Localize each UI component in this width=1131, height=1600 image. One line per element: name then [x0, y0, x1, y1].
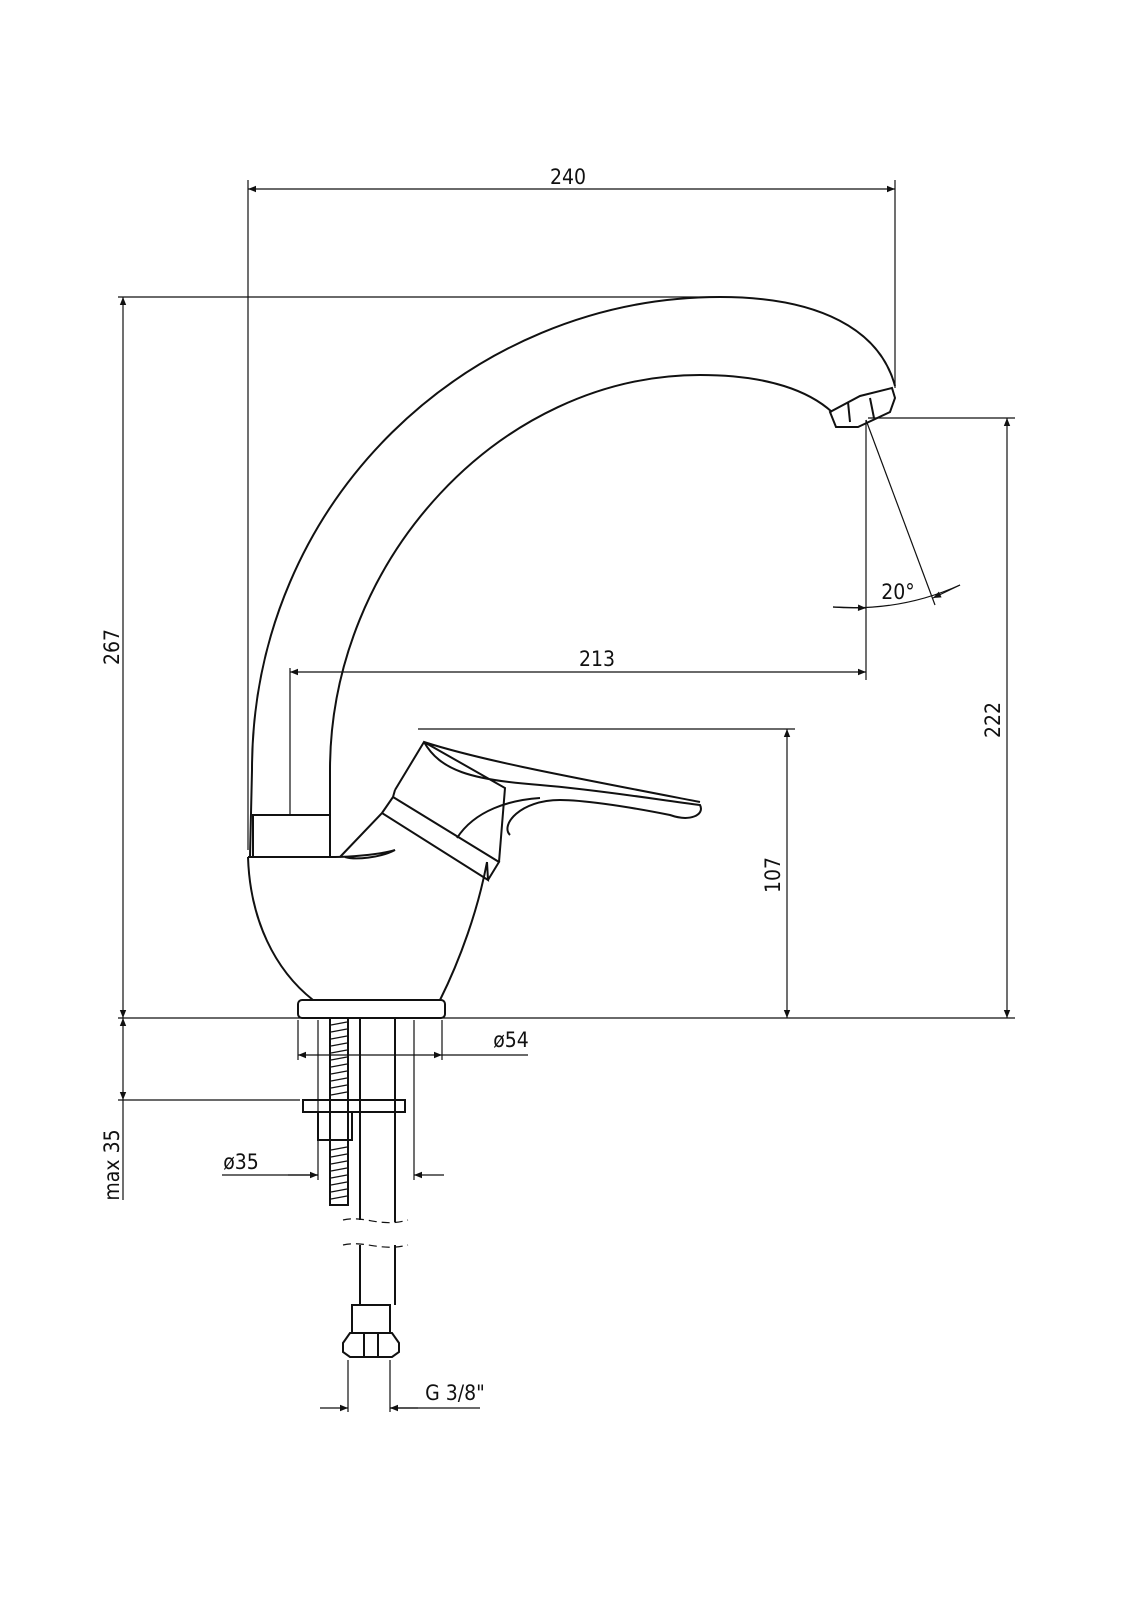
thread-lines [330, 1021, 348, 1200]
supply-hose [359, 1018, 396, 1305]
cartridge [339, 789, 501, 882]
washer-plate [302, 1099, 406, 1113]
faucet-body [247, 295, 897, 1019]
dim-height-total: 267 [100, 629, 124, 665]
break-lines [342, 1218, 409, 1248]
mounting-hardware [302, 1017, 409, 1358]
dim-width-total: 240 [550, 165, 586, 189]
aerator [828, 386, 897, 428]
base-plate [297, 999, 446, 1019]
spout-collar [252, 814, 331, 858]
spout-inner [329, 373, 833, 815]
dim-handle-height: 107 [761, 857, 785, 893]
hose-fitting [351, 1304, 391, 1334]
nut [317, 1111, 353, 1141]
dim-base-diameter: ø54 [493, 1028, 529, 1052]
lever-handle [394, 740, 702, 863]
dim-reach: 213 [579, 647, 615, 671]
dimension-lines [118, 180, 1015, 1412]
spout-outer [249, 295, 896, 858]
hex-nut [342, 1332, 400, 1358]
base-body [247, 849, 488, 1001]
dim-max-thickness: max 35 [100, 1129, 124, 1200]
dim-hole-diameter: ø35 [223, 1150, 259, 1174]
dim-connection-thread: G 3/8" [425, 1381, 485, 1405]
dim-spout-height: 222 [981, 702, 1005, 738]
dimension-labels: 240 267 213 20° 222 107 ø54 max 35 ø35 G… [100, 165, 1005, 1405]
dim-swivel-angle: 20° [881, 580, 914, 604]
